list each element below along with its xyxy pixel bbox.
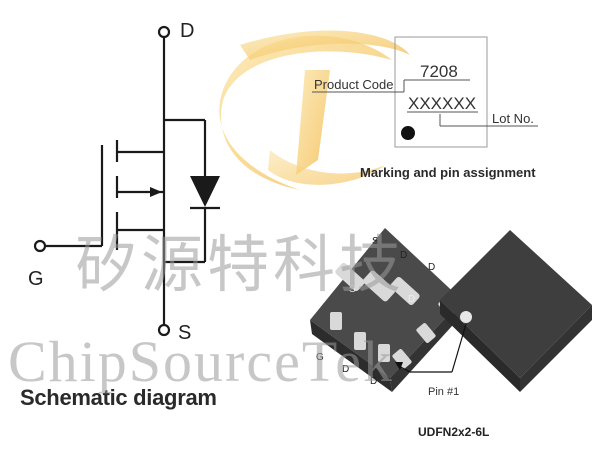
- schematic-title: Schematic diagram: [20, 385, 217, 410]
- product-code-value: 7208: [420, 62, 458, 81]
- pkg-pin-mid-1: S: [349, 284, 356, 295]
- pkg-pin-bottom-3: D: [370, 376, 378, 387]
- pkg-pin-top-2: D: [400, 250, 408, 261]
- gate-pin-label: G: [28, 268, 44, 290]
- pkg-pin-bottom-1: G: [316, 352, 324, 363]
- pkg-pin-bottom-2: D: [342, 364, 350, 375]
- pkg-pin-mid-2: D: [408, 294, 416, 305]
- pkg-pin-top-1: S: [372, 236, 379, 247]
- lot-number-label: Lot No.: [492, 111, 534, 126]
- source-pin-label: S: [178, 322, 192, 344]
- watermark-chinese: 矽源特科技: [75, 228, 406, 301]
- lot-number-value: XXXXXX: [408, 94, 477, 113]
- marking-title: Marking and pin assignment: [360, 165, 536, 180]
- pkg-pin-top-3: D: [428, 262, 436, 273]
- drain-pin-label: D: [180, 20, 195, 42]
- package-name: UDFN2x2-6L: [418, 425, 490, 439]
- pin1-label: Pin #1: [428, 386, 460, 398]
- watermark-english: ChipSourceTek: [8, 329, 394, 394]
- product-code-label: Product Code: [314, 77, 394, 92]
